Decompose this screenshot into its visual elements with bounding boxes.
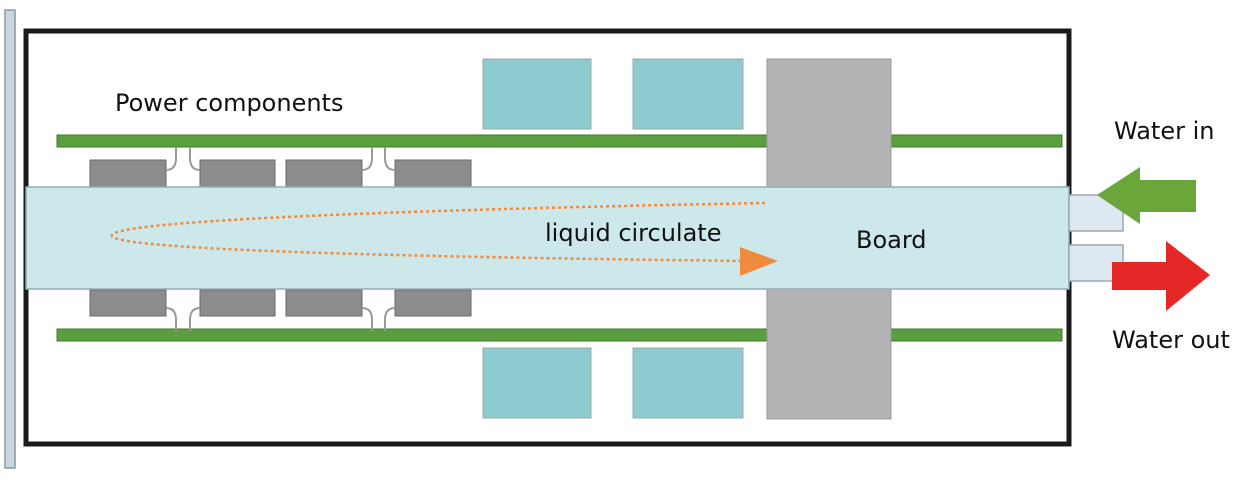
coolant-channel: [25, 186, 1070, 290]
heat-module-top-1: [482, 58, 592, 130]
power-component: [89, 159, 167, 189]
power-component: [394, 159, 472, 189]
board-block-top: [766, 58, 892, 190]
component-lead: [165, 307, 201, 331]
pcb-strip-top: [56, 134, 1063, 148]
water-in-arrow: [1097, 167, 1196, 224]
power-components-label: Power components: [115, 89, 343, 117]
water-out-arrow: [1112, 241, 1210, 311]
component-lead: [361, 307, 396, 331]
power-component: [285, 159, 363, 189]
power-component: [89, 289, 167, 317]
component-lead: [165, 147, 201, 171]
water-in-label: Water in: [1114, 117, 1214, 145]
mounting-plate: [4, 9, 16, 469]
power-component: [199, 159, 276, 189]
heat-module-bottom-1: [482, 347, 592, 419]
heat-module-top-2: [632, 58, 744, 130]
component-lead: [361, 147, 396, 171]
flow-path: [110, 201, 766, 263]
pcb-strip-bottom: [56, 328, 1063, 342]
flow-arrowhead: [740, 247, 778, 276]
power-component: [285, 289, 363, 317]
power-component: [199, 289, 276, 317]
liquid-circulate-label: liquid circulate: [545, 219, 721, 247]
board-block-bottom: [766, 288, 892, 420]
heat-module-bottom-2: [632, 347, 744, 419]
board-label: Board: [856, 226, 927, 254]
water-out-label: Water out: [1112, 326, 1230, 354]
power-component: [394, 289, 472, 317]
